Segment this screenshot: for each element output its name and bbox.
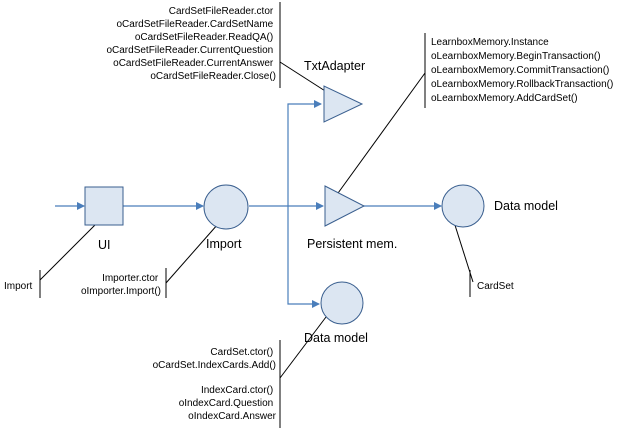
connector-import-note-to-ui <box>39 221 99 281</box>
connector-cardset-methods-to-data-model <box>279 316 327 379</box>
data-model-right-node-label: Data model <box>494 199 558 213</box>
note-indexcard-methods: IndexCard.ctor() oIndexCard.Question oIn… <box>179 385 277 422</box>
import-node-label: Import <box>206 237 242 251</box>
note-cardset: CardSet <box>477 281 514 292</box>
note-import: Import <box>4 281 33 292</box>
persistent-mem-node-label: Persistent mem. <box>307 237 397 251</box>
data-model-bottom-node-circle <box>320 281 364 325</box>
note-learnboxmemory: LearnboxMemory.Instance oLearnboxMemory.… <box>431 37 616 104</box>
note-cardset-methods: CardSet.ctor() oCardSet.IndexCards.Add() <box>153 347 276 371</box>
ui-node-label: UI <box>98 238 111 252</box>
connector-importer-note-to-import <box>165 223 219 284</box>
connector-learnboxmemory-to-persistent <box>332 72 426 201</box>
flow-arrow-to-txtadapter <box>287 100 322 206</box>
data-model-bottom-node-label: Data model <box>304 331 368 345</box>
persistent-mem-node-triangle <box>324 185 366 227</box>
note-importer: Importer.ctor oImporter.Import() <box>81 273 161 297</box>
ui-node-square <box>84 186 124 226</box>
txtadapter-node-label: TxtAdapter <box>304 59 365 73</box>
flow-arrow-to-data-model-bottom <box>287 206 320 308</box>
txtadapter-node-triangle <box>323 85 364 123</box>
note-cardsetfilereader: CardSetFileReader.ctor oCardSetFileReade… <box>106 6 276 82</box>
data-model-right-node-circle <box>441 184 485 228</box>
import-node-circle <box>203 184 249 230</box>
